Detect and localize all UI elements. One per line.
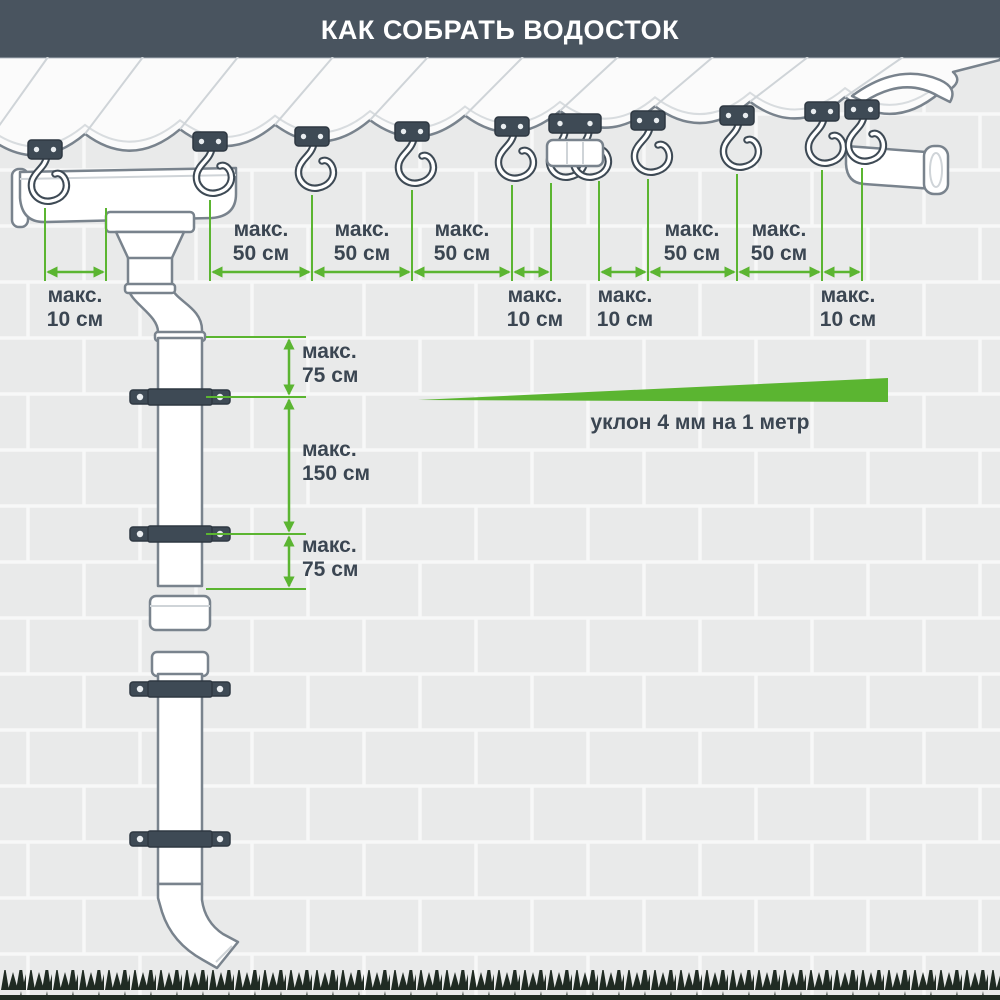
pipe-lower bbox=[156, 672, 204, 886]
dimension-label: 10 см bbox=[47, 308, 103, 331]
header-background bbox=[0, 0, 1000, 57]
dimension-label: макс. bbox=[508, 284, 563, 307]
slope-label: уклон 4 мм на 1 метр bbox=[590, 411, 809, 434]
gutter-right-section bbox=[844, 144, 950, 196]
gutter-end-cap-right bbox=[922, 144, 950, 196]
dimension-label: 50 см bbox=[434, 242, 490, 265]
grass-base bbox=[0, 995, 1000, 1000]
gutter-joint-piece bbox=[545, 138, 605, 168]
dimension-label: 75 см bbox=[302, 364, 358, 387]
spout-cut-line bbox=[215, 945, 233, 963]
dimension-label: 50 см bbox=[334, 242, 390, 265]
gutter-trough-left bbox=[18, 166, 238, 224]
gutter-left-section bbox=[10, 166, 238, 229]
gutter-joint-bracket bbox=[545, 113, 608, 177]
funnel-cone bbox=[114, 230, 186, 262]
dimension-label: 50 см bbox=[233, 242, 289, 265]
header-bar: КАК СОБРАТЬ ВОДОСТОК bbox=[0, 0, 1000, 57]
dimension-label: макс. bbox=[302, 438, 357, 461]
dimension-label: 75 см bbox=[302, 558, 358, 581]
pipe-clamp bbox=[129, 680, 231, 698]
funnel-flange bbox=[104, 210, 196, 234]
dimension-label: макс. bbox=[234, 218, 289, 241]
downpipe-assembly bbox=[104, 210, 240, 970]
roof-edge-curl bbox=[850, 72, 954, 104]
pipe-coupler-sleeve bbox=[148, 594, 212, 632]
dimensions: макс. 50 см макс. 50 см макс. 50 см макс… bbox=[44, 168, 876, 590]
pipe-socket-flare bbox=[150, 650, 210, 678]
extension-line bbox=[206, 336, 306, 590]
dimension-label: 50 см bbox=[664, 242, 720, 265]
slope-indicator: уклон 4 мм на 1 метр bbox=[418, 378, 888, 434]
grass bbox=[0, 970, 1000, 1000]
dimension-label: 50 см bbox=[751, 242, 807, 265]
end-cap-inner-line bbox=[929, 152, 943, 188]
gutter-hooks bbox=[28, 100, 883, 201]
slope-wedge bbox=[418, 378, 888, 402]
dimension-label: макс. bbox=[48, 284, 103, 307]
dimension-label: макс. bbox=[598, 284, 653, 307]
roof-ridge-lines bbox=[0, 56, 904, 135]
dimension-label: макс. bbox=[821, 284, 876, 307]
bend-collar-top bbox=[123, 282, 177, 295]
dimension-label: 150 см bbox=[302, 462, 370, 485]
dimension-label: 10 см bbox=[820, 308, 876, 331]
dimension-label: 10 см bbox=[507, 308, 563, 331]
dimension-label: макс. bbox=[302, 534, 357, 557]
dimension-label: 10 см bbox=[597, 308, 653, 331]
dimension-label: макс. bbox=[665, 218, 720, 241]
spout-elbow bbox=[156, 882, 240, 970]
pipe-clamp bbox=[129, 830, 231, 848]
pipe-middle bbox=[156, 336, 204, 588]
dimension-label: макс. bbox=[302, 340, 357, 363]
dimension-label: макс. bbox=[752, 218, 807, 241]
dimension-label: макс. bbox=[335, 218, 390, 241]
page-title: КАК СОБРАТЬ ВОДОСТОК bbox=[321, 15, 679, 45]
extension-line bbox=[44, 168, 863, 281]
dimension-label: макс. bbox=[435, 218, 490, 241]
pipe-upper bbox=[126, 256, 174, 288]
